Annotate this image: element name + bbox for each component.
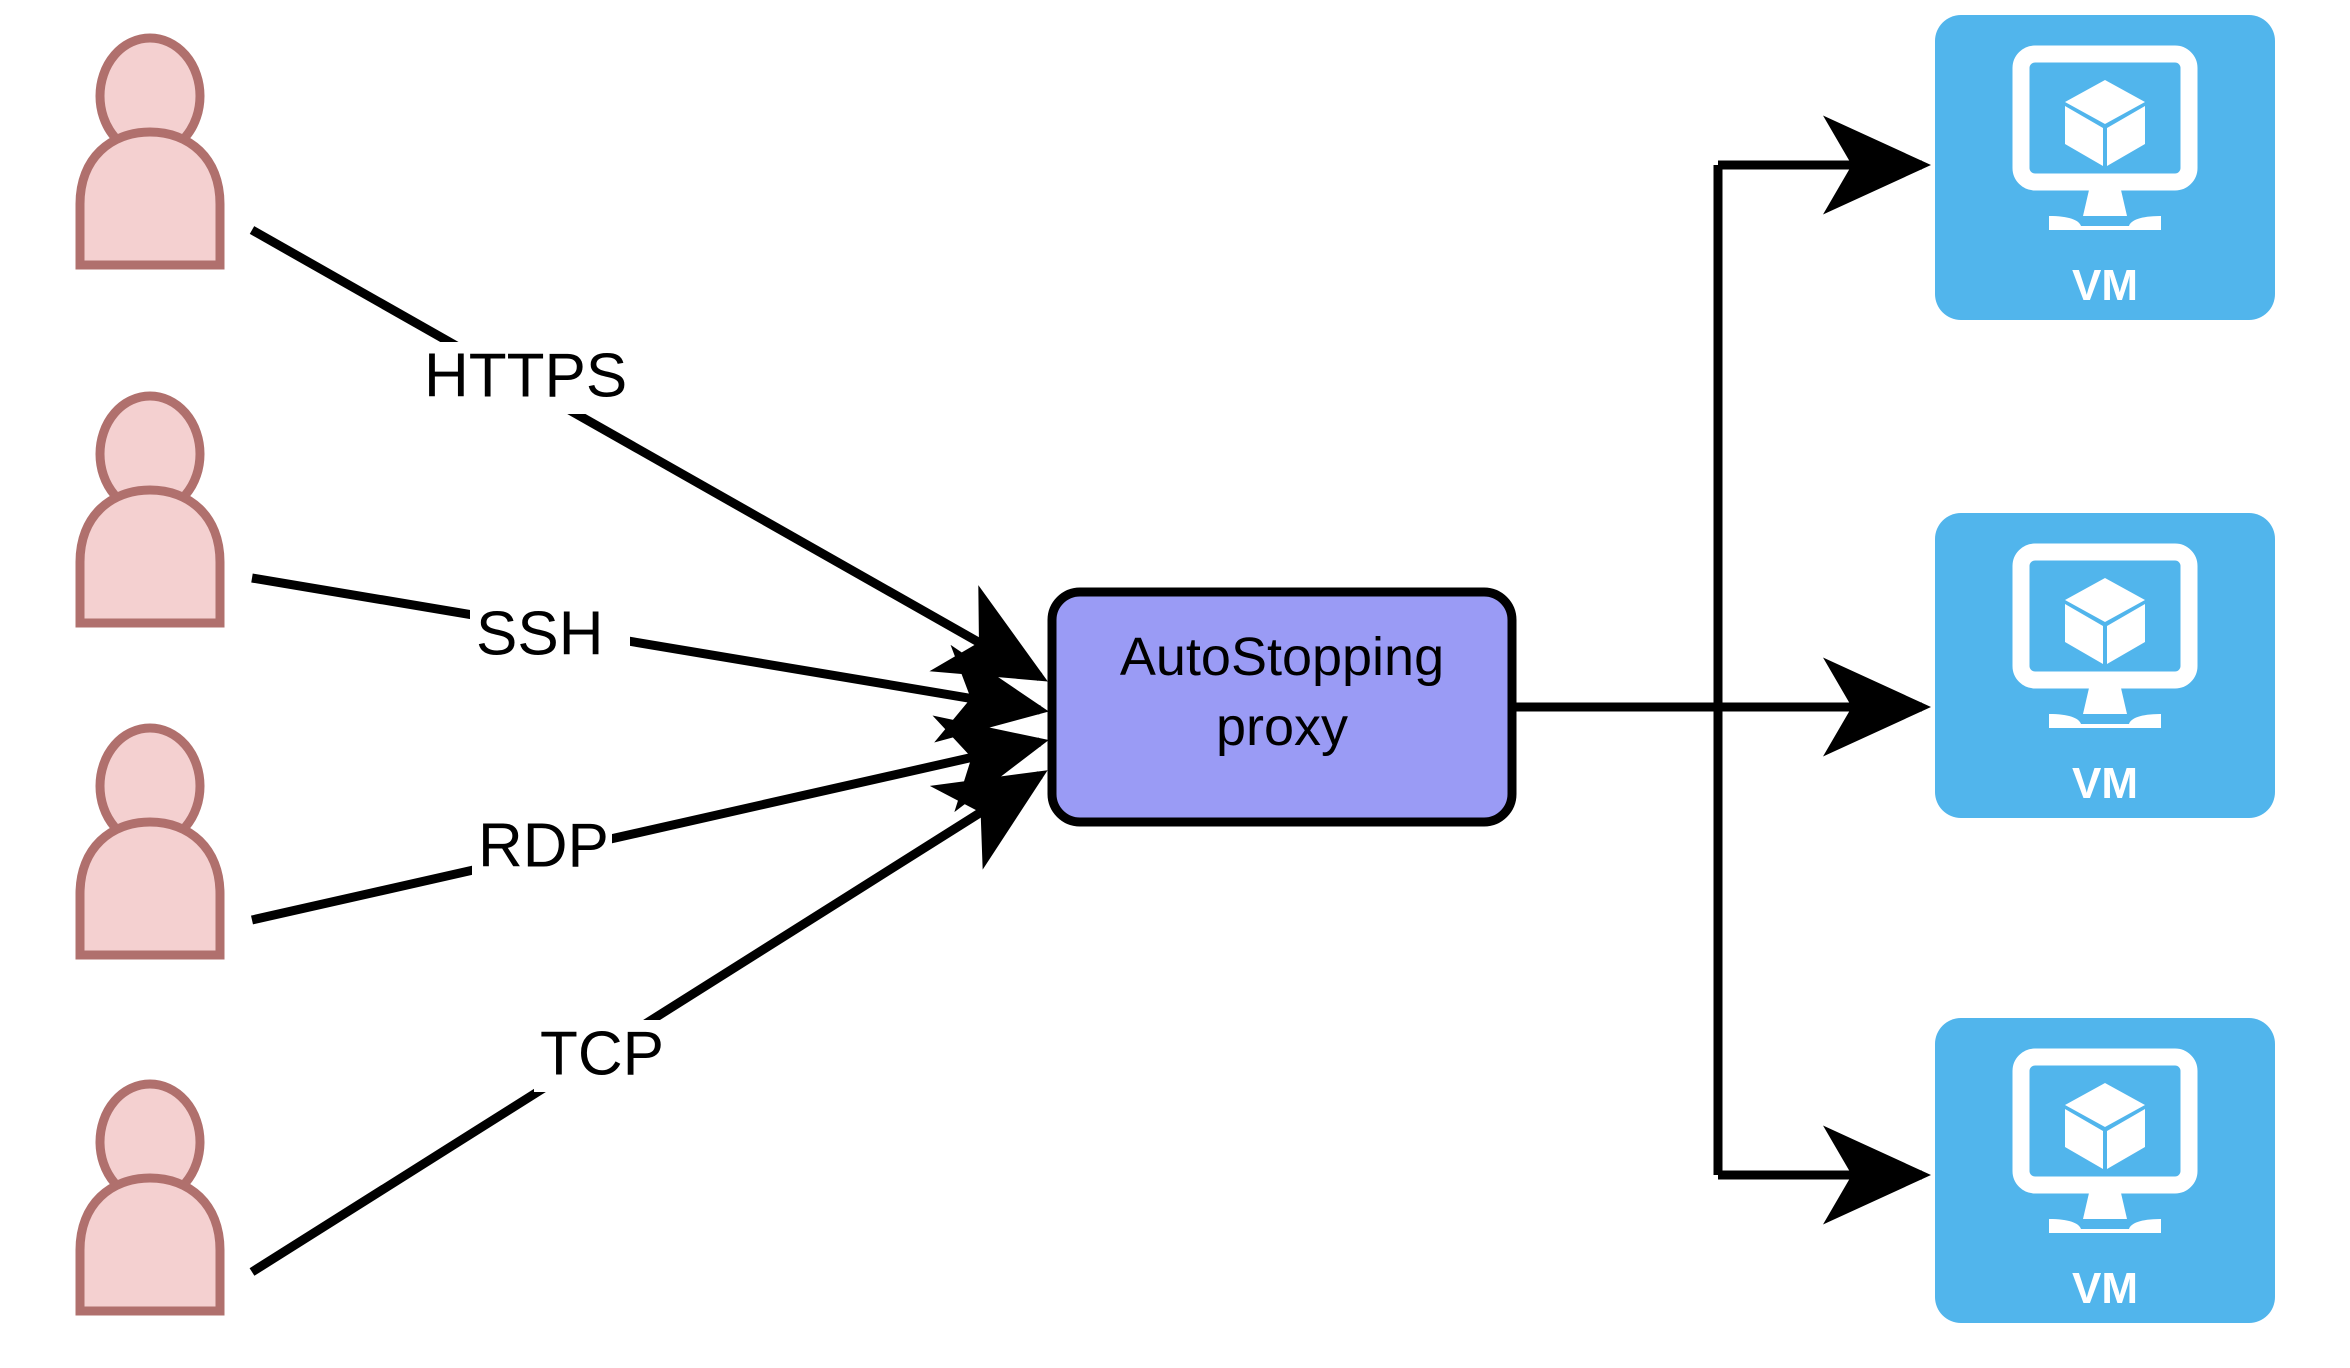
protocol-edge-group [249, 226, 1049, 1276]
vm-3-label: VM [2072, 1264, 2138, 1313]
actor-group [80, 38, 220, 1311]
proxy-to-vm-connector [1512, 115, 1931, 1225]
proxy-label-line1: AutoStopping [1120, 627, 1444, 687]
user-1[interactable] [80, 38, 220, 265]
edge-rdp-label-wrap: RDP [472, 811, 612, 884]
edge-tcp-label: TCP [540, 1019, 664, 1088]
edge-ssh-label-bg [470, 600, 630, 672]
user-4[interactable] [80, 1084, 220, 1311]
edge-ssh-line[interactable] [251, 573, 1049, 743]
edge-tcp-label-bg [534, 1020, 674, 1092]
vm-1[interactable]: VM [1935, 15, 2275, 320]
user-2[interactable] [80, 396, 220, 623]
edge-https-line[interactable] [249, 226, 1048, 682]
edge-rdp-label-bg [472, 812, 612, 884]
proxy-label-line2: proxy [1216, 697, 1348, 757]
edge-https-label-bg [418, 342, 644, 414]
edge-tcp-label-wrap: TCP [534, 1019, 674, 1092]
vm-3[interactable]: VM [1935, 1018, 2275, 1323]
edge-https-label: HTTPS [424, 341, 627, 410]
protocol-label-group: HTTPS SSH RDP TCP [418, 341, 674, 1092]
vm-1-label: VM [2072, 261, 2138, 310]
proxy-box [1047, 587, 1517, 827]
vm-group: VM VM VM [1935, 15, 2275, 1323]
person-icon [80, 396, 220, 623]
edge-rdp-label: RDP [478, 811, 609, 880]
vm-2[interactable]: VM [1935, 513, 2275, 818]
person-icon [80, 38, 220, 265]
edge-ssh-label: SSH [476, 599, 603, 668]
autostopping-proxy-node[interactable]: AutoStopping proxy [1047, 587, 1517, 827]
person-icon [80, 1084, 220, 1311]
person-icon [80, 728, 220, 955]
edge-https-label-wrap: HTTPS [418, 341, 644, 414]
edge-ssh-label-wrap: SSH [470, 599, 630, 672]
edge-rdp-line[interactable] [251, 715, 1049, 925]
vm-2-label: VM [2072, 759, 2138, 808]
user-3[interactable] [80, 728, 220, 955]
